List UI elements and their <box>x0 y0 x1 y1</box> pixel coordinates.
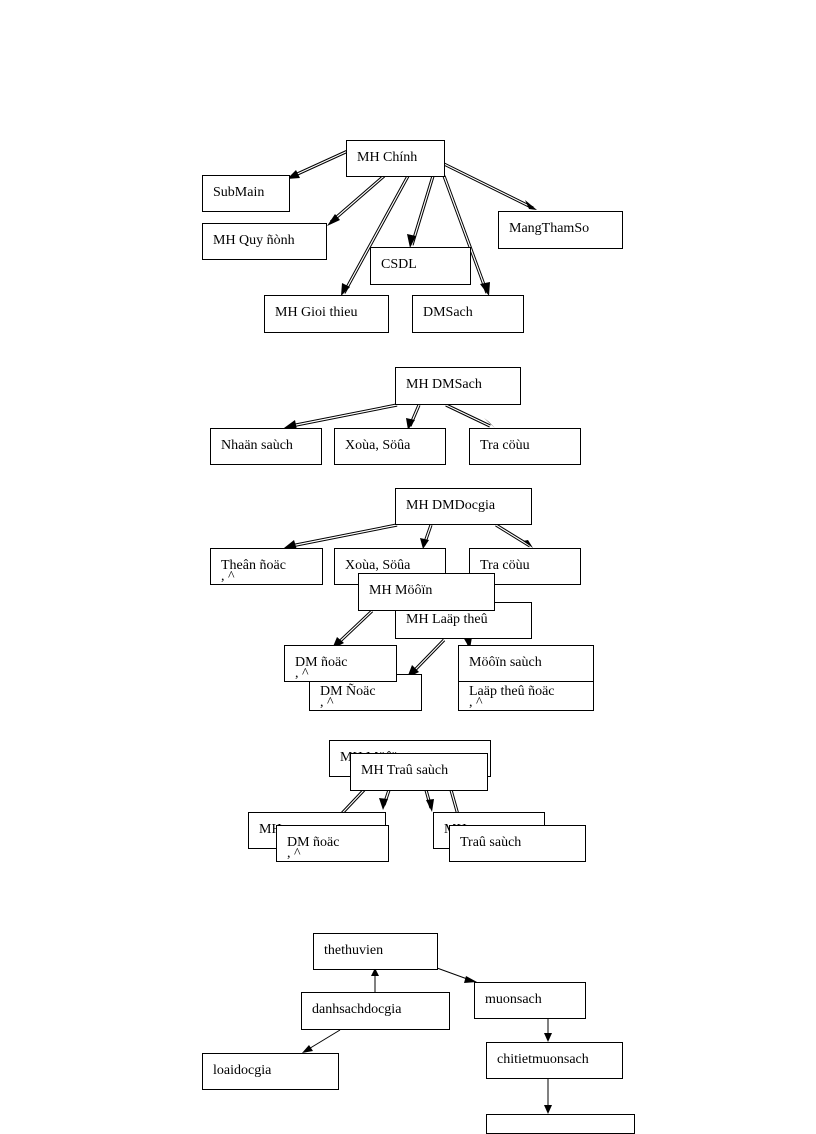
node-mh-dmdocgia: MH DMDocgia <box>395 488 532 525</box>
node-dm-doc-tra-label: DM ñoäc <box>287 835 340 850</box>
node-csdl: CSDL <box>370 247 471 285</box>
node-dm-doc-2-fragment: , ^ <box>320 695 334 710</box>
diagram5-arrows <box>302 967 552 1114</box>
entity-partial-bottom <box>486 1114 635 1134</box>
node-them-doc-label: Theân ñoäc <box>221 558 286 573</box>
node-mh-quy-dinh: MH Quy ñònh <box>202 223 327 260</box>
node-mangthamso: MangThamSo <box>498 211 623 249</box>
node-mh-tra-sach: MH Traû saùch <box>350 753 488 791</box>
node-muon-sach: Möôïn saùch <box>458 645 594 682</box>
node-dm-doc-2-label: DM Ñoäc <box>320 684 376 699</box>
entity-danhsachdocgia: danhsachdocgia <box>301 992 450 1030</box>
node-dm-doc-tra: DM ñoäc , ^ <box>276 825 389 862</box>
node-tra-cuu: Tra cöùu <box>469 428 581 465</box>
node-nhan-sach: Nhaän saùch <box>210 428 322 465</box>
diagram2-arrows <box>284 403 495 430</box>
entity-chitietmuonsach: chitietmuonsach <box>486 1042 623 1079</box>
node-lap-the-doc-fragment: , ^ <box>469 695 483 710</box>
node-mh-chinh: MH Chính <box>346 140 445 177</box>
node-submain: SubMain <box>202 175 290 212</box>
node-dm-doc-tra-fragment: , ^ <box>287 846 301 861</box>
node-them-doc: Theân ñoäc , ^ <box>210 548 323 585</box>
node-xoa-sua: Xoùa, Söûa <box>334 428 446 465</box>
node-dm-doc-1-label: DM ñoäc <box>295 655 348 670</box>
diagram1-arrows <box>287 148 537 296</box>
node-mh-gioi-thieu: MH Gioi thieu <box>264 295 389 333</box>
diagram3-arrows <box>284 523 533 678</box>
node-dm-doc-1: DM ñoäc , ^ <box>284 645 397 682</box>
entity-thethuvien: thethuvien <box>313 933 438 970</box>
node-tra-sach: Traû saùch <box>449 825 586 862</box>
entity-muonsach: muonsach <box>474 982 586 1019</box>
node-them-doc-fragment: , ^ <box>221 569 235 584</box>
node-dm-doc-1-fragment: , ^ <box>295 666 309 681</box>
node-mh-muon: MH Möôïn <box>358 573 495 611</box>
node-mh-dmsach: MH DMSach <box>395 367 521 405</box>
entity-loaidocgia: loaidocgia <box>202 1053 339 1090</box>
node-dmsach: DMSach <box>412 295 524 333</box>
node-lap-the-doc-label: Laäp theû ñoäc <box>469 684 555 699</box>
